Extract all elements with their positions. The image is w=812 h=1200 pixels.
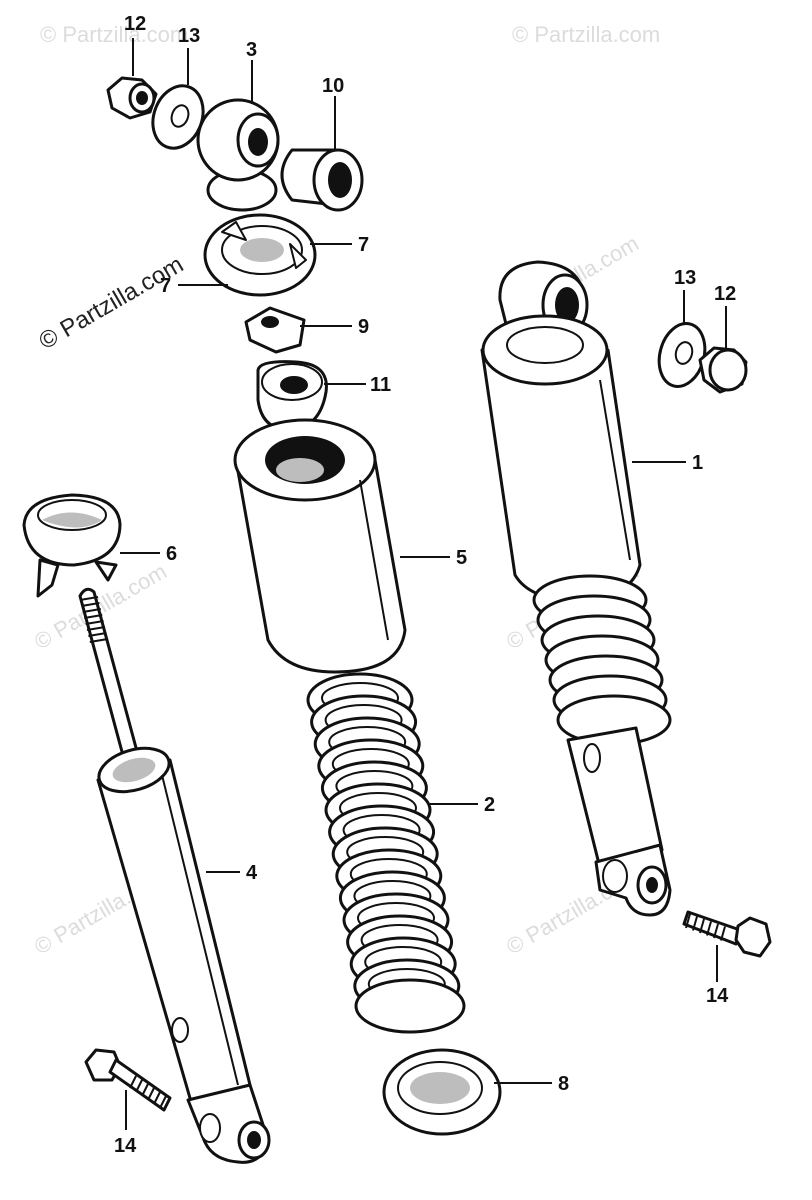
callout-labels: 12 13 3 10 7 7 9 11 5 6 2 4 8 1 13 12 14… xyxy=(114,13,736,1157)
bushing-10 xyxy=(280,148,364,212)
cap-nut-12-top xyxy=(106,76,158,120)
callout-14-left: 14 xyxy=(114,1135,137,1157)
callout-6: 6 xyxy=(166,543,177,565)
square-nut-9 xyxy=(244,306,306,354)
thread-line xyxy=(706,921,712,936)
callout-13-right: 13 xyxy=(674,267,696,289)
callout-13-top: 13 xyxy=(178,25,200,47)
bolt-14-right xyxy=(682,910,772,958)
callout-2: 2 xyxy=(484,794,495,816)
watermark-faint-2: © Partzilla.com xyxy=(512,22,660,47)
thread-line xyxy=(685,913,691,929)
thread-line xyxy=(692,916,698,931)
thread-line xyxy=(79,596,99,601)
callout-14-right: 14 xyxy=(706,985,729,1007)
callout-11: 11 xyxy=(370,374,391,396)
callout-9: 9 xyxy=(358,316,369,338)
callout-7-left: 7 xyxy=(160,275,171,297)
watermark-faint-1: © Partzilla.com xyxy=(40,22,188,47)
leader-lines xyxy=(120,38,727,1130)
thread-line xyxy=(86,626,106,631)
damper-rod-threads xyxy=(79,596,108,643)
thread-line xyxy=(88,632,107,637)
washer-13-right xyxy=(657,322,707,388)
callout-3: 3 xyxy=(246,39,257,61)
callout-1: 1 xyxy=(692,452,703,474)
stopper-rubber-7 xyxy=(203,213,317,297)
thread-line xyxy=(135,1079,143,1093)
shock-absorber-assembly-1 xyxy=(480,260,672,917)
spring-cover-5 xyxy=(233,418,407,674)
thread-line xyxy=(153,1091,161,1105)
callout-4: 4 xyxy=(246,862,258,884)
spring-coil-bottom xyxy=(354,978,466,1034)
thread-line xyxy=(159,1095,167,1109)
callout-8: 8 xyxy=(558,1073,569,1095)
callout-7-right: 7 xyxy=(358,234,369,256)
damper-4 xyxy=(78,587,271,1164)
thread-line xyxy=(720,926,726,941)
upper-joint-3 xyxy=(196,98,280,212)
thread-line xyxy=(82,608,101,613)
coil-spring-2 xyxy=(306,672,466,1034)
thread-line xyxy=(699,918,705,934)
callout-12-right: 12 xyxy=(714,283,736,305)
thread-line xyxy=(85,620,104,625)
thread-line xyxy=(141,1083,149,1097)
spring-seat-11 xyxy=(256,360,328,432)
thread-line xyxy=(147,1087,155,1101)
callout-10: 10 xyxy=(322,75,344,97)
thread-line xyxy=(713,923,719,939)
thread-line xyxy=(81,602,100,607)
thread-line xyxy=(129,1075,137,1089)
bolt-14-left xyxy=(84,1048,172,1112)
callout-12-top: 12 xyxy=(124,13,146,35)
cap-nut-12-right xyxy=(698,346,748,394)
thread-line xyxy=(84,614,103,619)
callout-5: 5 xyxy=(456,547,467,569)
spring-guide-6 xyxy=(22,493,122,598)
spring-seat-ring-8 xyxy=(382,1048,502,1136)
watermark-main: © Partzilla.com xyxy=(35,251,189,355)
thread-line xyxy=(89,638,108,643)
